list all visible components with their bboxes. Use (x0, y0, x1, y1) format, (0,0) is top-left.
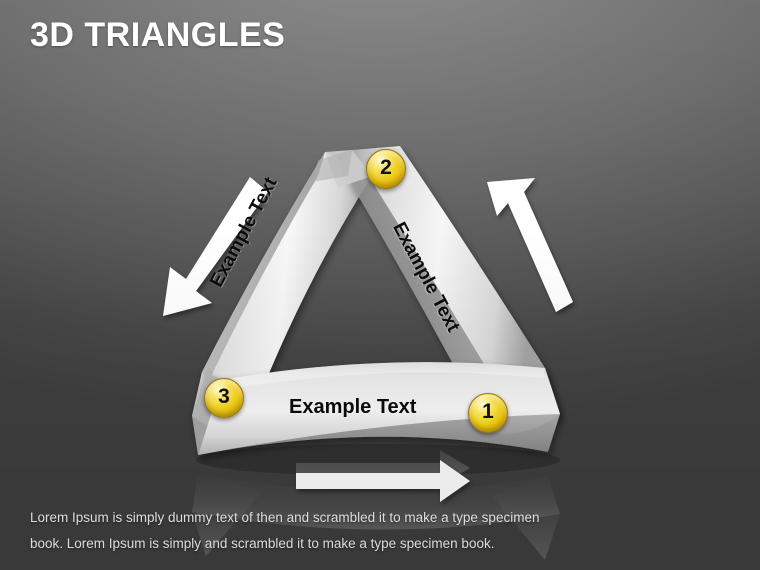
arrow-bottom[interactable] (296, 460, 470, 502)
page-title: 3D TRIANGLES (30, 16, 286, 54)
arrow-left[interactable] (163, 177, 268, 316)
reflection-arrow-bottom (296, 450, 470, 486)
badge-1[interactable]: 1 (468, 393, 508, 433)
ground-shadow (196, 444, 560, 476)
badge-2[interactable]: 2 (366, 149, 406, 189)
apex-shade (312, 150, 352, 182)
arrow-bottom-glyph (296, 460, 470, 502)
arrow-left-glyph (163, 177, 268, 316)
arrow-right-glyph (487, 178, 573, 312)
diagram-reflection (192, 450, 560, 560)
badge-3[interactable]: 3 (204, 378, 244, 418)
reflection-bottom-band (192, 473, 560, 530)
segment-right-fold (338, 150, 487, 392)
reflection-right-foot (492, 476, 560, 560)
segment-right-face (352, 146, 545, 369)
segment-bottom-face (198, 362, 560, 455)
segment-left-fold (192, 152, 325, 416)
segment-left-face (202, 152, 372, 400)
arrow-right[interactable] (487, 178, 573, 312)
reflection-left-foot (192, 473, 262, 556)
caption-line-1: Lorem Ipsum is simply dummy text of then… (30, 510, 540, 525)
apex-twist (312, 150, 372, 188)
caption-block: Lorem Ipsum is simply dummy text of then… (30, 505, 590, 557)
caption-line-2: book. Lorem Ipsum is simply and scramble… (30, 536, 495, 551)
segment-bottom-highlight (222, 362, 545, 390)
